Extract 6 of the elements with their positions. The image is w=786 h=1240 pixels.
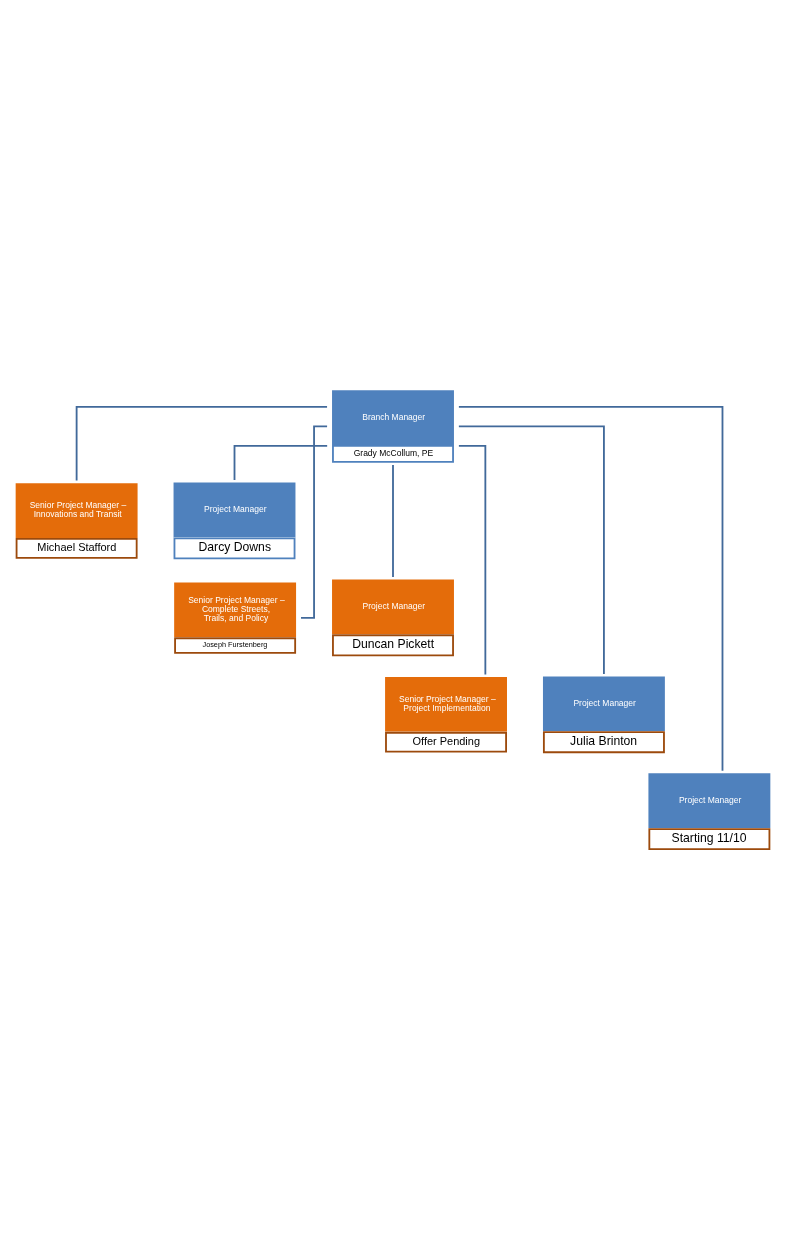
connector — [457, 425, 605, 675]
connector — [457, 445, 487, 676]
connector — [233, 445, 329, 481]
connector — [392, 464, 394, 578]
connector — [457, 406, 724, 772]
connector — [75, 406, 328, 482]
